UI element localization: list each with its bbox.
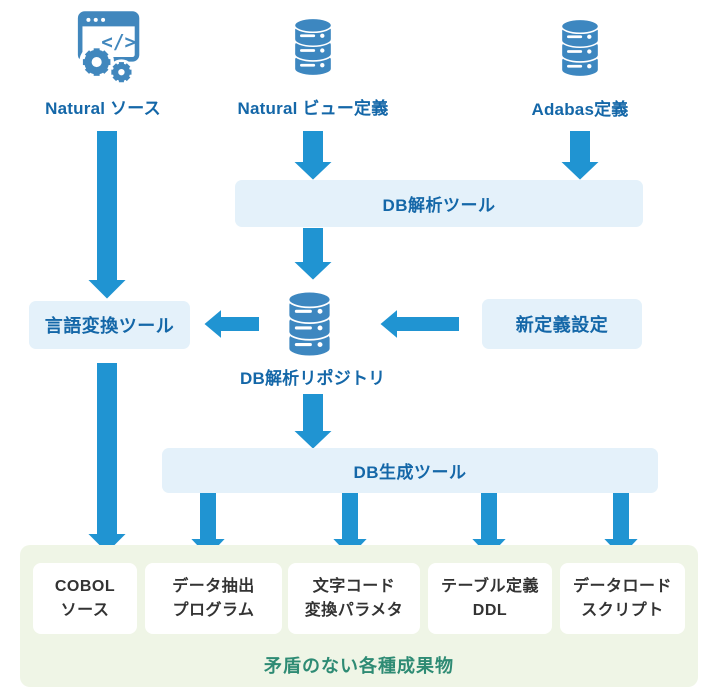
repository-label: DB解析リポジトリ [240, 369, 386, 388]
output-card-line: ソース [60, 601, 110, 619]
output-card-line: 変換パラメタ [304, 601, 404, 619]
arrow-natural-view-down [289, 129, 337, 183]
output-card-charcode-params: 文字コード 変換パラメタ [288, 563, 420, 634]
code-window-gears-icon: </> [77, 11, 140, 85]
output-card-line: データ抽出 [172, 578, 255, 596]
output-card-line: 文字コード [312, 578, 396, 596]
arrow-adabas-down [556, 129, 604, 183]
output-card-line: データロード [572, 578, 672, 596]
output-card-cobol-source: COBOL ソース [33, 563, 137, 634]
output-card-dataload-script: データロード スクリプト [560, 563, 685, 634]
arrow-repository-to-generator [289, 392, 337, 452]
arrow-settings-to-repository [377, 305, 461, 343]
natural-source-label: Natural ソース [45, 99, 161, 118]
svg-text:</>: </> [101, 30, 136, 53]
arrow-repository-to-converter [201, 305, 261, 343]
arrow-converter-to-cobol [83, 361, 131, 556]
adabas-label: Adabas定義 [531, 100, 629, 119]
arrow-analysis-to-repository [289, 226, 337, 283]
language-conversion-tool-box: 言語変換ツール [29, 301, 190, 349]
output-card-table-ddl: テーブル定義 DDL [428, 563, 552, 634]
natural-view-label: Natural ビュー定義 [237, 99, 389, 118]
output-card-line: COBOL [54, 578, 116, 596]
new-definition-settings-box: 新定義設定 [482, 299, 642, 349]
database-icon [560, 18, 600, 78]
arrow-natural-source-down [83, 129, 131, 302]
database-icon [293, 17, 333, 77]
db-analysis-tool-box: DB解析ツール [235, 180, 643, 227]
deliverables-caption: 矛盾のない各種成果物 [264, 656, 454, 676]
output-card-line: プログラム [172, 601, 255, 619]
output-card-data-extract-program: データ抽出 プログラム [145, 563, 282, 634]
database-icon [287, 290, 332, 358]
output-card-line: DDL [472, 601, 508, 619]
db-generation-tool-box: DB生成ツール [162, 448, 658, 493]
output-card-line: テーブル定義 [440, 578, 540, 596]
output-card-line: スクリプト [581, 601, 664, 619]
